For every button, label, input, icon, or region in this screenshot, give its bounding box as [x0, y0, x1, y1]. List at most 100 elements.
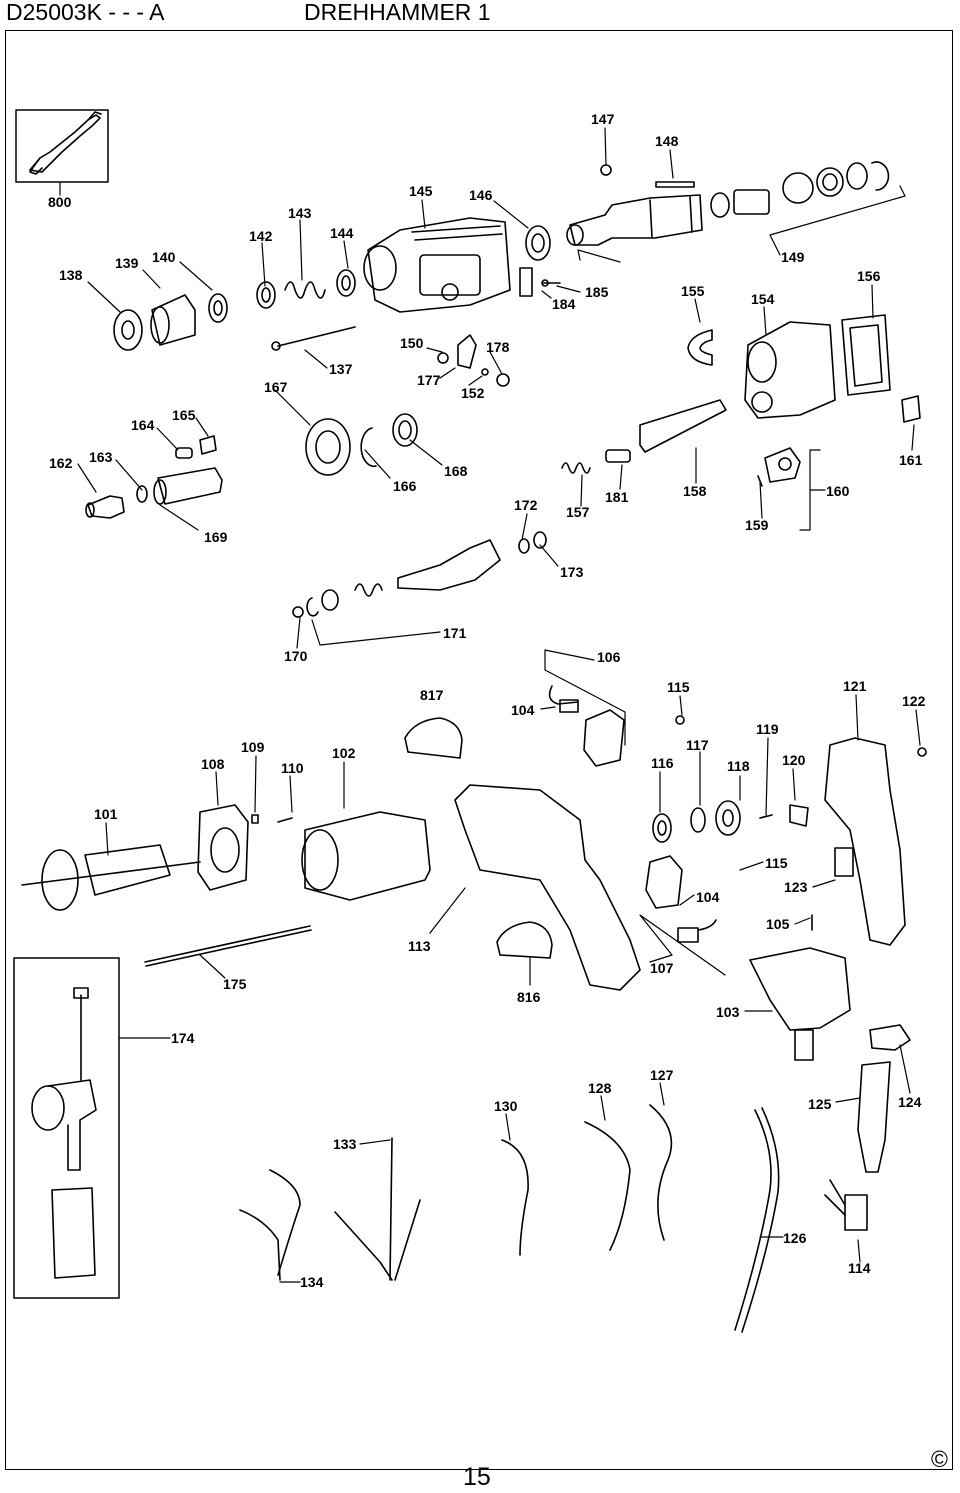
- part-800-grease-tube-icon: [16, 110, 108, 182]
- part-185-screw-icon: [542, 280, 560, 286]
- label-155: 155: [681, 283, 705, 299]
- label-152: 152: [461, 385, 485, 401]
- diagram-frame: [5, 30, 953, 1470]
- label-184: 184: [552, 296, 576, 312]
- part-160-switch-knob-icon: [765, 448, 800, 482]
- label-177: 177: [417, 372, 441, 388]
- label-126: 126: [783, 1230, 807, 1246]
- part-104-carbon-brush-icon: [550, 686, 578, 712]
- label-104a: 104: [511, 702, 535, 718]
- label-140: 140: [152, 249, 176, 265]
- label-115a: 115: [667, 679, 690, 695]
- label-139: 139: [115, 255, 139, 271]
- part-150-selector-icon: [458, 335, 476, 368]
- label-108: 108: [201, 756, 225, 772]
- label-146: 146: [469, 187, 493, 203]
- label-816: 816: [517, 989, 541, 1005]
- part-149-spindle-assembly-icon: [567, 162, 888, 245]
- part-102-field-coil-icon: [302, 812, 430, 900]
- part-161-block-icon: [902, 396, 920, 422]
- part-817-label-icon: [405, 718, 462, 758]
- label-148: 148: [655, 133, 679, 149]
- label-150: 150: [400, 335, 424, 351]
- part-133-wire-harness-icon: [335, 1138, 420, 1280]
- part-130-wire-icon: [502, 1140, 528, 1255]
- part-168-ring-icon: [393, 414, 417, 446]
- part-137-rod-icon: [272, 327, 355, 350]
- label-104b: 104: [696, 889, 720, 905]
- label-125: 125: [808, 1096, 832, 1112]
- part-109-pin-icon: [252, 815, 258, 823]
- label-143: 143: [288, 205, 312, 221]
- label-168: 168: [444, 463, 468, 479]
- part-101-armature-icon: [22, 845, 200, 910]
- part-166-circlip-icon: [361, 428, 376, 466]
- part-169-piston-icon: [154, 468, 222, 504]
- part-173-washer-icon: [534, 532, 546, 548]
- label-172: 172: [514, 497, 538, 513]
- part-163-ring-icon: [137, 486, 147, 502]
- part-128-wire-icon: [585, 1122, 630, 1250]
- part-178-ball-icon: [497, 374, 509, 386]
- label-164: 164: [131, 417, 155, 433]
- label-181: 181: [605, 489, 629, 505]
- part-125-cable-guard-icon: [858, 1062, 890, 1172]
- part-816-label-icon: [497, 922, 552, 958]
- label-800: 800: [48, 194, 72, 210]
- label-154: 154: [751, 291, 775, 307]
- label-128: 128: [588, 1080, 612, 1096]
- part-152-screw-icon: [482, 369, 488, 375]
- label-817: 817: [420, 687, 444, 703]
- label-161: 161: [899, 452, 923, 468]
- label-175: 175: [223, 976, 247, 992]
- label-166: 166: [393, 478, 417, 494]
- label-174: 174: [171, 1030, 195, 1046]
- copyright-mark: ©: [931, 1446, 948, 1472]
- part-127-wire-icon: [650, 1105, 671, 1240]
- part-108-fan-baffle-icon: [198, 805, 248, 890]
- label-158: 158: [683, 483, 707, 499]
- part-119-screw-icon: [760, 815, 772, 818]
- part-123-block-icon: [835, 848, 853, 876]
- part-124-clamp-icon: [870, 1025, 910, 1050]
- part-155-clip-icon: [688, 330, 712, 365]
- part-121-handle-half-icon: [825, 738, 905, 945]
- label-178: 178: [486, 339, 510, 355]
- part-142-ring-icon: [257, 282, 275, 308]
- part-159-pin-icon: [758, 476, 762, 486]
- part-140-washer-icon: [209, 294, 227, 322]
- part-110-screw-icon: [278, 818, 292, 822]
- part-171-intermediate-shaft-icon: [307, 540, 500, 616]
- label-119: 119: [756, 721, 779, 737]
- label-133: 133: [333, 1136, 357, 1152]
- label-114: 114: [848, 1260, 871, 1276]
- part-156-gasket-icon: [842, 315, 890, 395]
- label-173: 173: [560, 564, 584, 580]
- part-122-screw-icon: [918, 748, 926, 756]
- part-139-sleeve-icon: [151, 295, 195, 345]
- part-113-motor-housing-icon: [455, 785, 640, 990]
- label-117: 117: [686, 737, 709, 753]
- label-103: 103: [716, 1004, 740, 1020]
- part-148-pin-icon: [656, 182, 694, 187]
- part-158-slide-plate-icon: [640, 400, 726, 452]
- label-122: 122: [902, 693, 926, 709]
- label-142: 142: [249, 228, 273, 244]
- label-156: 156: [857, 268, 881, 284]
- label-118: 118: [727, 758, 750, 774]
- part-120-clip-icon: [790, 805, 808, 826]
- part-175-cable-icon: [145, 926, 311, 966]
- label-110: 110: [281, 760, 304, 776]
- part-107-brush-holder-icon: [646, 856, 682, 908]
- part-165-block-icon: [200, 436, 216, 454]
- part-138-bushing-icon: [114, 310, 142, 350]
- label-169: 169: [204, 529, 228, 545]
- part-106-brush-holder-icon: [584, 710, 624, 766]
- label-109: 109: [241, 739, 265, 755]
- part-170-nut-icon: [293, 607, 303, 617]
- part-157-spring-icon: [562, 463, 590, 473]
- part-103-switch-icon: [750, 948, 850, 1060]
- part-147-ball-icon: [601, 165, 611, 175]
- part-144-ring-icon: [337, 270, 355, 296]
